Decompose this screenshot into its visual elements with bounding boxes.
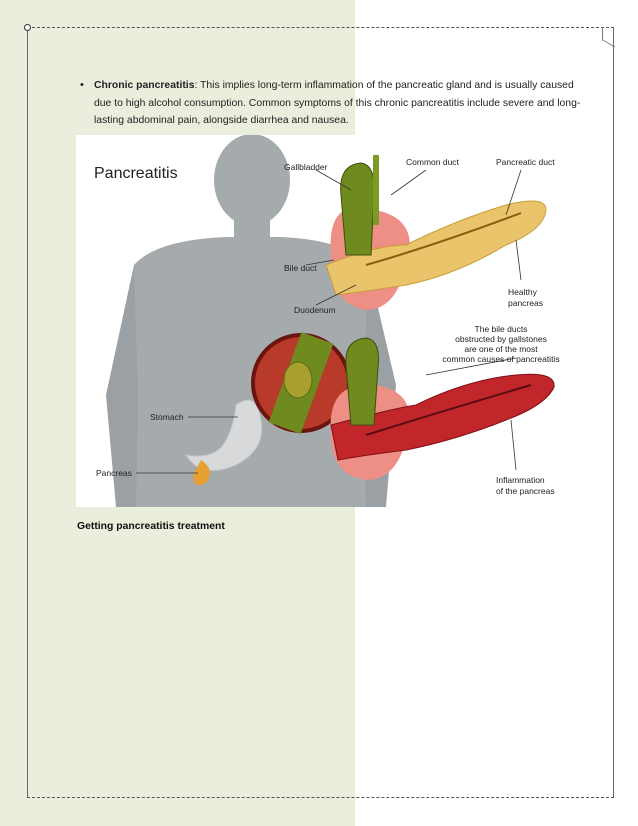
stomach-graphic — [185, 399, 263, 486]
bullet-term: Chronic pancreatitis — [94, 80, 195, 91]
corner-marker-icon — [24, 24, 31, 31]
label-pancreatic-duct: Pancreatic duct — [496, 157, 555, 167]
label-bile-duct: Bile duct — [284, 263, 317, 273]
label-obstruct-3: are one of the most — [464, 344, 538, 354]
section-heading: Getting pancreatitis treatment — [77, 521, 225, 532]
label-healthy-2: pancreas — [508, 298, 543, 308]
label-healthy-1: Healthy — [508, 287, 538, 297]
label-pancreas: Pancreas — [96, 468, 132, 478]
label-stomach: Stomach — [150, 412, 184, 422]
bullet-text: : This implies long-term inflammation of… — [94, 80, 581, 126]
label-inflammation-1: Inflammation — [496, 475, 545, 485]
inflamed-organ-graphic — [330, 337, 555, 480]
healthy-organ-graphic — [325, 155, 547, 310]
pancreatitis-illustration: Pancreatitis Gallbladder Common duct Pan… — [76, 135, 571, 507]
bullet-item-chronic-pancreatitis: • Chronic pancreatitis: This implies lon… — [80, 77, 584, 130]
leader-lines — [136, 169, 522, 474]
figure-title: Pancreatitis — [94, 165, 178, 182]
label-obstruct-2: obstructed by gallstones — [455, 334, 547, 344]
label-duodenum: Duodenum — [294, 305, 336, 315]
bullet-icon: • — [80, 79, 84, 91]
label-gallbladder: Gallbladder — [284, 162, 328, 172]
page-border — [27, 27, 614, 798]
label-obstruct-4: common causes of pancreatitis — [442, 354, 559, 364]
label-common-duct: Common duct — [406, 157, 460, 167]
label-obstruct-1: The bile ducts — [475, 324, 528, 334]
label-inflammation-2: of the pancreas — [496, 486, 555, 496]
